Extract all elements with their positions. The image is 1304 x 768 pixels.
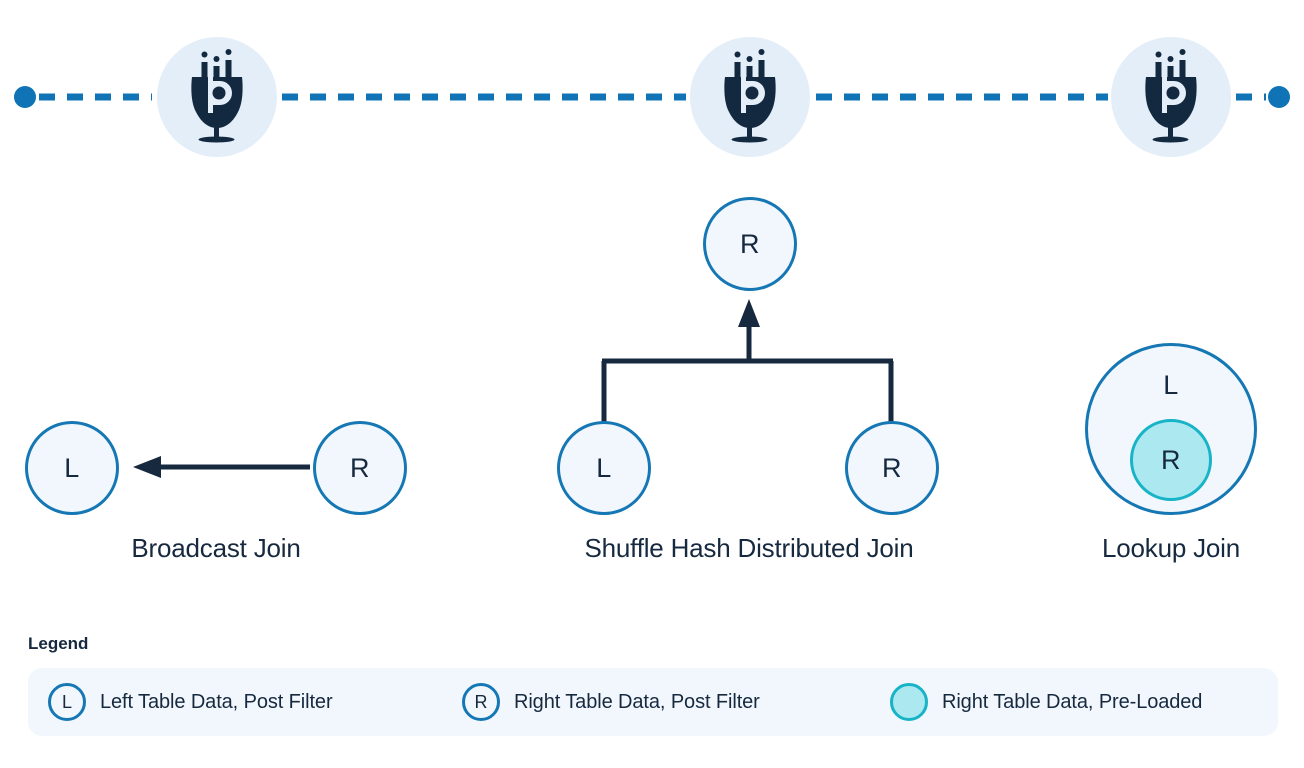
broadcast-join-node-left[interactable]: L	[25, 421, 119, 515]
node-label: R	[740, 228, 760, 259]
legend-panel: L Left Table Data, Post Filter R Right T…	[28, 668, 1278, 736]
legend-item-right-table-preloaded: Right Table Data, Pre-Loaded	[890, 668, 1202, 736]
broadcast-join-caption: Broadcast Join	[131, 533, 301, 563]
lookup-join-caption: Lookup Join	[1101, 533, 1241, 563]
brand-badge-center	[690, 37, 810, 157]
shuffle-hash-caption: Shuffle Hash Distributed Join	[584, 533, 914, 563]
shuffle-hash-node-right[interactable]: R	[845, 421, 939, 515]
legend-label-right-table-preloaded: Right Table Data, Pre-Loaded	[942, 690, 1203, 713]
legend-chip-r-icon: R	[462, 683, 500, 721]
node-label: R	[350, 452, 370, 483]
legend-label-left-table: Left Table Data, Post Filter	[100, 690, 333, 713]
legend-chip-l-icon: L	[48, 683, 86, 721]
prophecy-goblet-logo-icon	[186, 47, 248, 147]
rail-endpoint-dot-left	[14, 86, 36, 108]
prophecy-goblet-logo-icon	[1140, 47, 1202, 147]
broadcast-join-arrow	[133, 456, 310, 478]
brand-rail-dashed-line	[14, 86, 1290, 108]
rail-endpoint-dot-right	[1268, 86, 1290, 108]
shuffle-hash-connector	[601, 299, 894, 422]
broadcast-join-node-right[interactable]: R	[313, 421, 407, 515]
node-label: R	[882, 452, 902, 483]
brand-badge-left	[157, 37, 277, 157]
legend-label-right-table-post-filter: Right Table Data, Post Filter	[514, 690, 760, 713]
brand-badge-right	[1111, 37, 1231, 157]
legend-title: Legend	[28, 634, 89, 653]
legend-item-left-table: L Left Table Data, Post Filter	[48, 668, 333, 736]
shuffle-hash-node-left[interactable]: L	[557, 421, 651, 515]
legend-chip-label: R	[474, 691, 488, 712]
legend-item-right-table-post-filter: R Right Table Data, Post Filter	[462, 668, 760, 736]
node-label: R	[1161, 444, 1181, 475]
node-label: L	[1163, 370, 1179, 400]
legend-chip-cyan-icon	[890, 683, 928, 721]
node-label: L	[64, 452, 80, 483]
prophecy-goblet-logo-icon	[719, 47, 781, 147]
brand-rail	[0, 0, 1304, 195]
legend-chip-label: L	[61, 691, 72, 712]
node-label: L	[596, 452, 612, 483]
lookup-join-inner-node[interactable]: R	[1130, 419, 1212, 501]
shuffle-hash-node-top[interactable]: R	[703, 197, 797, 291]
